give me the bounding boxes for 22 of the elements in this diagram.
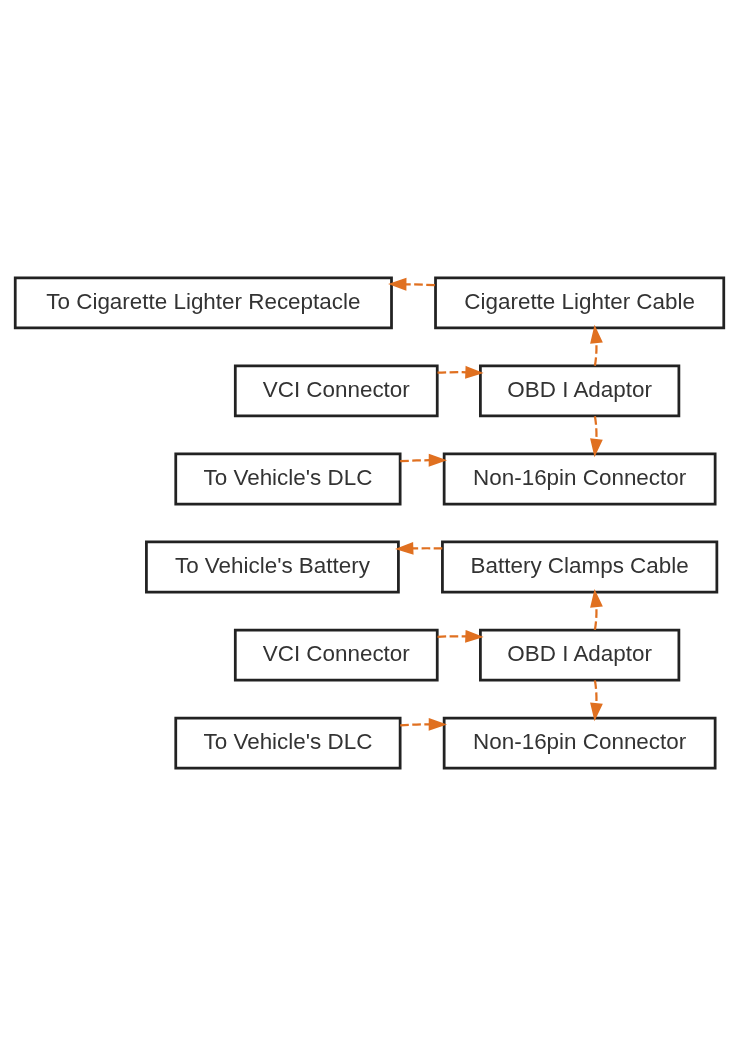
node-box: Battery Clamps Cable: [441, 540, 719, 593]
node-box: To Vehicle's DLC: [174, 716, 402, 769]
node-box: Non-16pin Connector: [442, 716, 717, 769]
node-box: Cigarette Lighter Cable: [434, 276, 726, 329]
arrow: [400, 717, 448, 731]
arrow: [437, 365, 484, 379]
node-box: VCI Connector: [233, 628, 439, 681]
arrow: [400, 453, 448, 467]
node-box: Non-16pin Connector: [442, 452, 717, 505]
arrow: [395, 541, 443, 555]
node-box: To Vehicle's DLC: [174, 452, 402, 505]
node-box: VCI Connector: [233, 364, 439, 417]
arrow: [388, 277, 435, 291]
node-box: To Cigarette Lighter Receptacle: [13, 276, 393, 329]
node-box: OBD I Adaptor: [479, 628, 681, 681]
arrow: [590, 588, 603, 630]
arrow: [590, 324, 603, 366]
arrow: [590, 679, 603, 721]
node-box: OBD I Adaptor: [479, 364, 681, 417]
arrow: [590, 415, 603, 457]
arrow: [437, 629, 484, 643]
node-box: To Vehicle's Battery: [145, 540, 400, 593]
